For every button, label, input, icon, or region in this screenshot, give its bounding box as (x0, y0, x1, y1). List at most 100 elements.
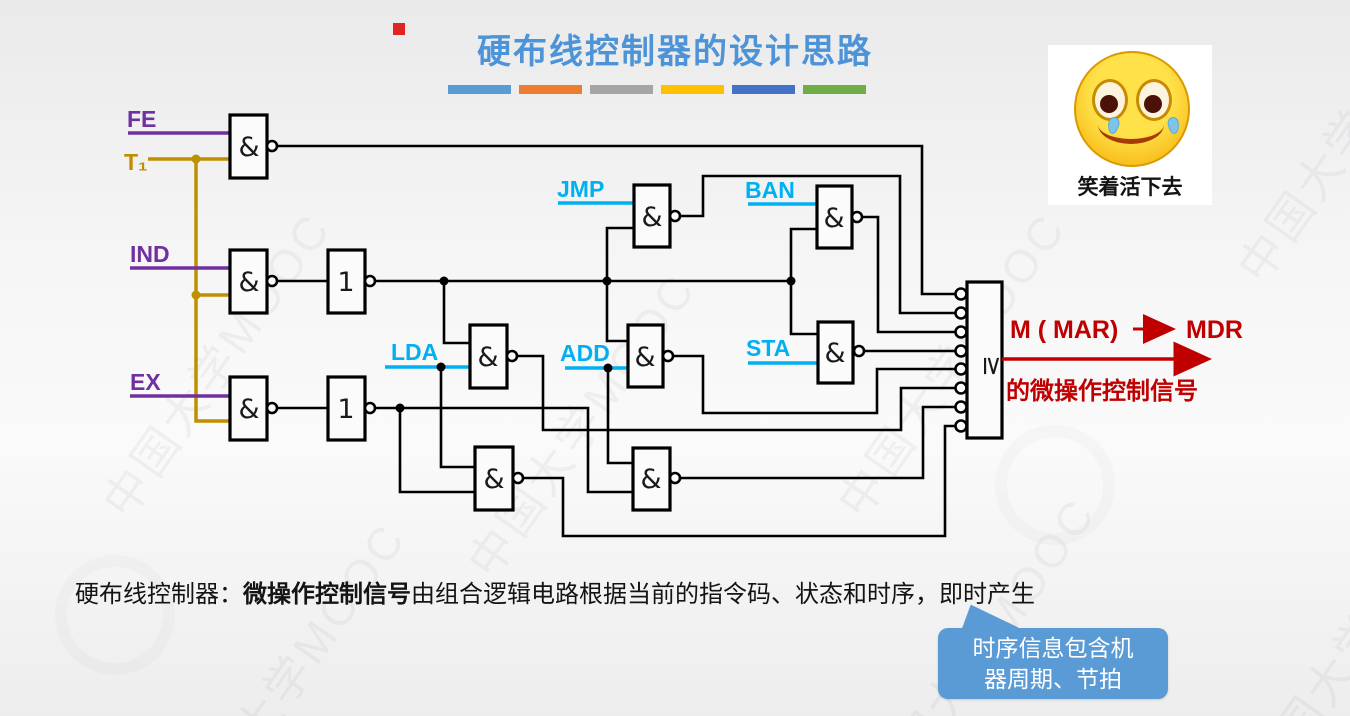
output-bubble (265, 274, 279, 288)
output-bubble (505, 349, 519, 363)
output-label-mdr: MDR (1186, 316, 1243, 344)
junction-dot (439, 276, 449, 286)
gate-symbols: & & & 1 1 & & & & & & & ≥ (238, 132, 1007, 495)
wire-ldagate-to-or6 (517, 354, 955, 432)
junction-dot (786, 276, 796, 286)
and-symbol: & (238, 132, 259, 163)
output-bubble (363, 401, 377, 415)
wire-ex-bus-to-g8 (375, 406, 633, 494)
label-fe: FE (127, 106, 156, 132)
not-symbol: 1 (337, 394, 354, 425)
callout-line2: 器周期、节拍 (984, 666, 1122, 692)
wire-add-branch-to-g8 (606, 368, 633, 465)
meme-caption: 笑着活下去 (1077, 176, 1183, 199)
summary-prefix: 硬布线控制器： (75, 582, 243, 608)
and-gate-fe-t1 (228, 113, 269, 180)
output-bubble (852, 344, 866, 358)
label-ind: IND (130, 241, 170, 267)
label-sta: STA (746, 335, 790, 361)
meme-image: 笑着活下去 (1048, 45, 1212, 205)
and-symbol: & (824, 338, 845, 369)
wire-bangate-to-or3 (862, 215, 955, 334)
signal-input-lines (128, 131, 818, 423)
tear-icon (1166, 116, 1181, 135)
output-bubble (850, 210, 864, 224)
page-title: 硬布线控制器的设计思路 (477, 34, 873, 71)
junction-dot (191, 154, 201, 164)
or-symbol: ≥ (977, 355, 1007, 377)
output-label-signal: 的微操作控制信号 (1006, 377, 1198, 405)
wire-lda-branch-to-g7 (439, 367, 475, 469)
or-input-bubble (954, 381, 968, 395)
summary-bold: 微操作控制信号 (243, 582, 411, 608)
output-label-mar: M ( MAR) (1010, 316, 1118, 344)
junction-dot (602, 276, 612, 286)
wire-g7-to-or8 (523, 424, 955, 538)
output-section: M ( MAR) MDR 的微操作控制信号 (1002, 314, 1243, 405)
or-input-bubble (954, 419, 968, 433)
label-t1: T₁ (124, 149, 148, 175)
and-symbol: & (238, 394, 259, 425)
output-bubble (265, 139, 279, 153)
callout-line1: 时序信息包含机 (972, 635, 1134, 661)
or-gate (965, 280, 1004, 440)
output-bubble (265, 401, 279, 415)
and-symbol: & (640, 464, 661, 495)
or-input-bubble (954, 325, 968, 339)
or-input-bubble (954, 344, 968, 358)
label-jmp: JMP (557, 176, 604, 202)
label-lda: LDA (391, 339, 438, 365)
and-symbol: & (238, 267, 259, 298)
output-bubble (661, 349, 675, 363)
output-bubble (668, 209, 682, 223)
theme-bar (448, 85, 511, 94)
not-symbol: 1 (337, 267, 354, 298)
theme-bar (590, 85, 653, 94)
summary-text: 硬布线控制器：微操作控制信号由组合逻辑电路根据当前的指令码、状态和时序，即时产生 (75, 574, 1035, 609)
label-add: ADD (560, 340, 610, 366)
and-symbol: & (634, 342, 655, 373)
and-symbol: & (641, 202, 662, 233)
junction-dot (603, 363, 613, 373)
wire-jmpgate-to-or2 (680, 174, 955, 315)
wire-g8-to-or7 (680, 405, 955, 480)
label-ex: EX (130, 369, 161, 395)
red-corner-mark (393, 23, 405, 35)
inversion-bubbles (265, 139, 968, 485)
label-ban: BAN (745, 177, 795, 203)
and-gate-sta (816, 320, 855, 385)
and-symbol: & (483, 464, 504, 495)
wire-fe-gate-to-or1 (277, 144, 955, 296)
wire-ex-branch-to-g7 (398, 408, 475, 494)
junction-dot (191, 290, 201, 300)
and-symbol: & (477, 342, 498, 373)
wire-addgate-to-or5 (673, 354, 955, 415)
theme-bar (732, 85, 795, 94)
not-gate-ind (326, 248, 367, 315)
or-input-bubble (954, 287, 968, 301)
gate-bodies (228, 113, 1004, 512)
or-input-bubble (954, 362, 968, 376)
output-bubble (363, 274, 377, 288)
title-underline-bars (448, 85, 866, 94)
or-input-bubble (954, 400, 968, 414)
output-bubble (511, 471, 525, 485)
junction-dot (436, 362, 446, 372)
smiley-face-icon (1074, 51, 1190, 167)
smile-mouth (1098, 105, 1164, 144)
or-input-bubble (954, 306, 968, 320)
and-gate-lda-ex (473, 445, 515, 512)
theme-bar (803, 85, 866, 94)
callout-bubble: 时序信息包含机 器周期、节拍 (938, 628, 1168, 699)
summary-suffix: 由组合逻辑电路根据当前的指令码、状态和时序，即时产生 (411, 582, 1035, 608)
and-symbol: & (823, 203, 844, 234)
junction-dots (395, 276, 796, 413)
output-bubble (668, 471, 682, 485)
signal-labels: FE T₁ IND EX JMP BAN LDA ADD STA (124, 106, 795, 395)
wire-indbus-to-lda-gate (442, 281, 470, 345)
theme-bar (519, 85, 582, 94)
wire-t1-bus (194, 159, 230, 423)
theme-bar (661, 85, 724, 94)
